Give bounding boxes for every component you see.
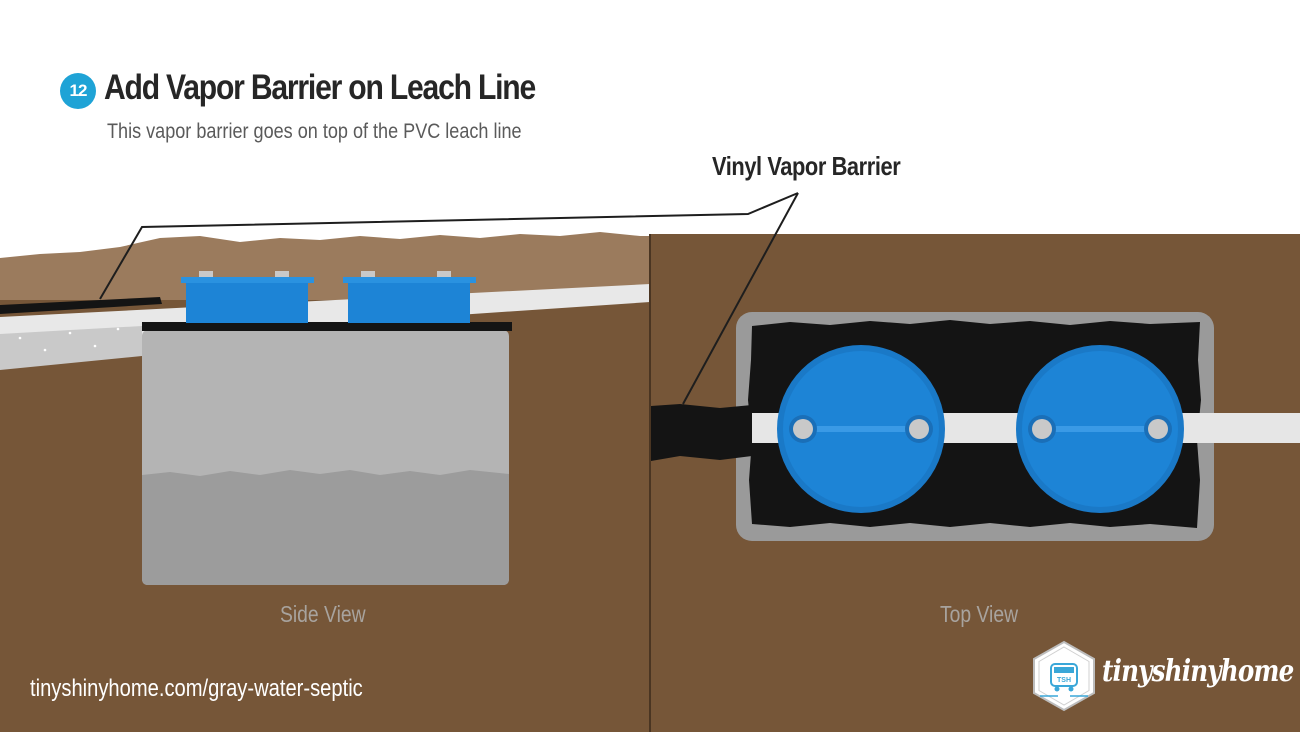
badge-text: TSH (1057, 677, 1071, 684)
page-title: Add Vapor Barrier on Leach Line (104, 68, 536, 107)
source-url: tinyshinyhome.com/gray-water-septic (30, 675, 363, 702)
step-number-badge: 12 (60, 73, 96, 109)
side-view-panel (0, 232, 650, 732)
callout-leader-top (682, 192, 799, 405)
vapor-barrier-pipe-top (651, 404, 752, 461)
vapor-barrier-side (0, 297, 162, 314)
chamber-lid-top-right (1016, 345, 1184, 513)
brand-logo-text: tinyshinyhome (1102, 654, 1294, 689)
chamber-lid-left (181, 271, 314, 323)
chamber-lid-top-left (777, 345, 945, 513)
top-view-label: Top View (940, 601, 1019, 627)
camper-badge-icon: TSH (1033, 640, 1095, 712)
gravel-dots (18, 327, 120, 352)
vapor-barrier-pit (142, 322, 512, 331)
side-view-label: Side View (280, 601, 366, 627)
callout-leader-side (99, 192, 799, 300)
callout-label: Vinyl Vapor Barrier (712, 151, 901, 181)
view-divider (649, 234, 651, 732)
chamber-lid-right (343, 271, 476, 323)
topsoil-layer (0, 232, 650, 300)
pit-water (142, 470, 509, 585)
gravel-strip-side (0, 326, 142, 370)
top-view-panel (651, 234, 1300, 732)
page-subtitle: This vapor barrier goes on top of the PV… (107, 120, 522, 143)
